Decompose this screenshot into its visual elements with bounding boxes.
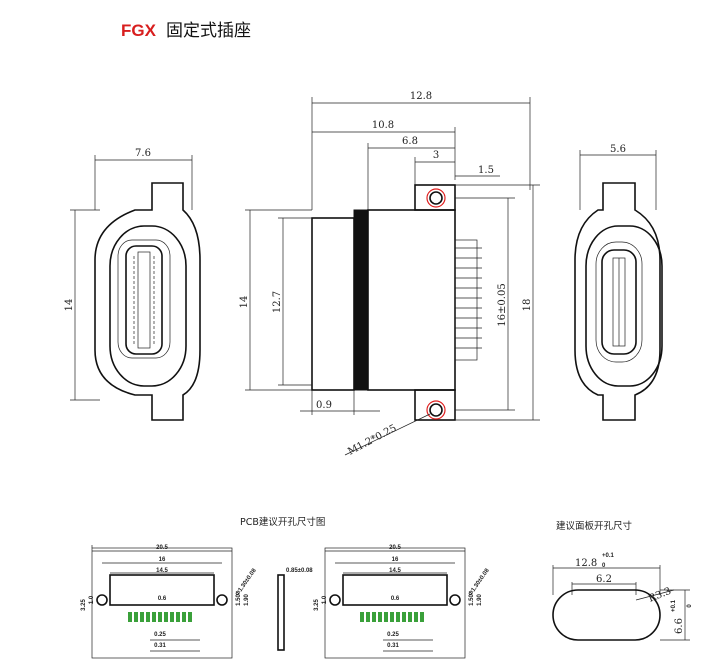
pcb-right-d2-label: 1.50: [469, 594, 475, 606]
pcb-right-h2-label: 1.0: [322, 595, 328, 604]
pcb-right: 20.5 16 14.5 0.6 0.25 0.31: [314, 545, 491, 659]
dim-flange-label: 0.9: [316, 400, 332, 411]
panel-w-tol-low: 0: [602, 563, 606, 569]
dim-body-label: 10.8: [372, 120, 394, 131]
pcb-right-w3-label: 14.5: [389, 568, 401, 574]
side-view: 12.8 10.8 6.8 3 1.5: [239, 91, 540, 458]
pcb-w1-label: 20.5: [156, 545, 168, 551]
front-view: 7.6 14: [64, 148, 201, 421]
dim-total-label: 12.8: [410, 91, 432, 102]
panel-caption: 建议面板开孔尺寸: [556, 520, 633, 532]
pcb-slot-label: 0.85±0.08: [286, 568, 313, 574]
screw-spec-label: M1.2*0.25: [346, 423, 398, 458]
front-width-label: 7.6: [135, 148, 151, 159]
pcb-cutout: PCB建议开孔尺寸图 20.5 16 14.5: [81, 516, 491, 659]
pcb-right-hole-label: Φ1.30±0.08: [468, 567, 491, 597]
pcb-right-w1-label: 20.5: [389, 545, 401, 551]
dim-pin-span-label: 16±0.05: [497, 283, 508, 326]
pcb-caption: PCB建议开孔尺寸图: [240, 516, 325, 528]
pcb-right-pads: [360, 612, 424, 622]
pcb-right-d1-label: 1.90: [477, 594, 483, 606]
brand-label: FGX: [121, 21, 156, 40]
pcb-hole-label: Φ1.30±0.08: [235, 567, 258, 597]
pcb-left-pads: [128, 612, 192, 622]
dim-mid-label: 6.8: [402, 136, 418, 147]
front-pins: [133, 251, 155, 349]
dim-inner-h-label: 12.7: [272, 291, 283, 313]
pcb-h1-label: 3.25: [81, 599, 87, 611]
pcb-d1-label: 1.90: [244, 594, 250, 606]
rear-view: 5.6: [574, 144, 663, 421]
panel-inner-label: 6.2: [596, 574, 612, 585]
product-name: 固定式插座: [165, 21, 251, 41]
pcb-d2-label: 1.50: [236, 594, 242, 606]
page-title: FGX 固定式插座: [121, 16, 251, 41]
pcb-right-w2-label: 16: [392, 557, 399, 563]
bottom-screw-marker: [426, 400, 446, 420]
panel-w-label: 12.8: [575, 558, 597, 569]
top-screw-marker: [426, 188, 446, 208]
pcb-right-h1-label: 3.25: [314, 599, 320, 611]
panel-h-label: 6.6: [674, 618, 685, 634]
panel-radius-label: R3.3: [647, 586, 673, 605]
dim-short-label: 3: [433, 150, 439, 161]
top-screw-hole: [429, 191, 443, 205]
side-pins: [455, 247, 482, 349]
pcb-h2-label: 1.0: [89, 595, 95, 604]
dim-tab-label: 1.5: [478, 165, 494, 176]
pcb-right-pitch-label: 0.6: [391, 596, 400, 602]
bottom-screw-hole: [429, 403, 443, 417]
pcb-right-d3-label: 0.25: [387, 632, 399, 638]
panel-cutout: 建议面板开孔尺寸 12.8 +0.1 0 6.2 R3.3 6.6 +0.1 0: [552, 520, 693, 641]
front-height-label: 14: [64, 299, 75, 312]
panel-w-tol-up: +0.1: [602, 553, 615, 559]
dim-overall-h-label: 18: [522, 299, 533, 312]
rear-width-label: 5.6: [610, 144, 626, 155]
pcb-w2-label: 16: [159, 557, 166, 563]
pcb-pitch-label: 0.6: [158, 596, 167, 602]
pcb-left: 20.5 16 14.5 0.6 0.25 0.31: [81, 545, 258, 659]
panel-h-tol-low: 0: [687, 604, 693, 608]
panel-h-tol-up: +0.1: [671, 599, 677, 612]
dim-outer-h-label: 14: [239, 296, 250, 309]
pcb-w3-label: 14.5: [156, 568, 168, 574]
pcb-d4-label: 0.31: [154, 643, 166, 649]
pcb-right-d4-label: 0.31: [387, 643, 399, 649]
pcb-d3-label: 0.25: [154, 632, 166, 638]
